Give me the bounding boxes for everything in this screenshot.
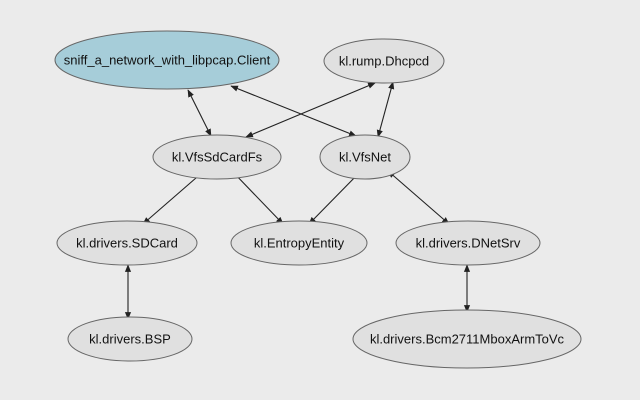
node-label-bsp: kl.drivers.BSP: [89, 332, 171, 347]
edge-vfssdcardfs-sdcard: [142, 170, 205, 225]
edge-client-vfsnet: [230, 85, 357, 137]
node-label-client: sniff_a_network_with_libpcap.Client: [64, 53, 271, 68]
node-label-sdcard: kl.drivers.SDCard: [76, 236, 178, 251]
edge-dhcpcd-vfsnet: [376, 81, 395, 138]
node-client[interactable]: sniff_a_network_with_libpcap.Client: [54, 30, 280, 90]
node-label-bcm: kl.drivers.Bcm2711MboxArmToVc: [370, 332, 565, 347]
node-shape-bsp[interactable]: [67, 316, 193, 362]
node-shape-vfsnet[interactable]: [319, 134, 411, 180]
node-dhcpcd[interactable]: kl.rump.Dhcpcd: [323, 38, 445, 84]
nodes-layer: sniff_a_network_with_libpcap.Client kl.ru…: [54, 30, 582, 369]
node-shape-client[interactable]: [54, 30, 280, 90]
edge-client-vfssdcardfs: [187, 89, 212, 137]
edges-layer: [124, 81, 471, 320]
node-label-vfsnet: kl.VfsNet: [339, 150, 391, 165]
node-shape-vfssdcardfs[interactable]: [152, 134, 282, 180]
node-sdcard[interactable]: kl.drivers.SDCard: [56, 220, 198, 266]
node-dnetsrv[interactable]: kl.drivers.DNetSrv: [395, 220, 541, 266]
node-vfssdcardfs[interactable]: kl.VfsSdCardFs: [152, 134, 282, 180]
node-entropy[interactable]: kl.EntropyEntity: [230, 220, 368, 266]
node-bsp[interactable]: kl.drivers.BSP: [67, 316, 193, 362]
node-label-dnetsrv: kl.drivers.DNetSrv: [416, 236, 521, 251]
node-shape-sdcard[interactable]: [56, 220, 198, 266]
node-shape-bcm[interactable]: [352, 309, 582, 369]
node-label-entropy: kl.EntropyEntity: [254, 236, 345, 251]
node-shape-dhcpcd[interactable]: [323, 38, 445, 84]
edge-vfsnet-dnetsrv: [387, 170, 450, 225]
node-bcm[interactable]: kl.drivers.Bcm2711MboxArmToVc: [352, 309, 582, 369]
node-label-vfssdcardfs: kl.VfsSdCardFs: [172, 150, 263, 165]
node-label-dhcpcd: kl.rump.Dhcpcd: [339, 54, 429, 69]
node-vfsnet[interactable]: kl.VfsNet: [319, 134, 411, 180]
edge-dhcpcd-vfssdcardfs: [245, 82, 376, 138]
edge-vfssdcardfs-entropy: [231, 170, 284, 225]
node-shape-entropy[interactable]: [230, 220, 368, 266]
node-shape-dnetsrv[interactable]: [395, 220, 541, 266]
edge-vfsnet-entropy: [308, 170, 362, 225]
